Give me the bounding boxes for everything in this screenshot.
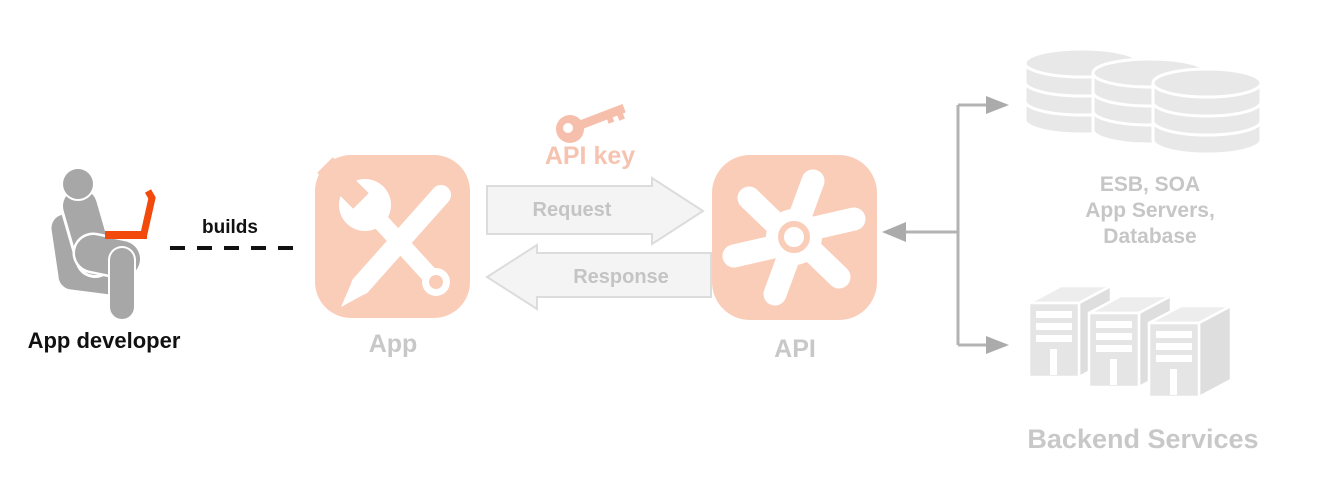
backend-connector-lines	[882, 96, 1009, 354]
request-arrow	[486, 176, 705, 246]
server-rack-icon	[1027, 283, 1233, 400]
backend-label: Backend Services	[1027, 424, 1259, 454]
middleware-line-3: Database	[1103, 225, 1197, 248]
builds-dashed-line	[170, 246, 303, 250]
api-label: API	[774, 335, 816, 363]
middleware-line-2: App Servers,	[1085, 199, 1215, 222]
middleware-label: ESB, SOA App Servers, Database	[1085, 172, 1215, 250]
api-key-label: API key	[544, 142, 636, 170]
response-arrow	[485, 243, 712, 311]
arrowhead-to-servers	[986, 336, 1009, 354]
arrowhead-to-database	[986, 96, 1009, 114]
response-label: Response	[573, 266, 669, 288]
database-stack-icon	[1023, 47, 1263, 156]
builds-label: builds	[202, 217, 258, 238]
app-label: App	[368, 330, 418, 358]
key-icon	[556, 104, 626, 143]
developer-label: App developer	[27, 328, 181, 353]
request-label: Request	[532, 199, 612, 221]
person-laptop-icon	[51, 167, 156, 321]
wrench-pencil-icon	[315, 155, 470, 318]
arrowhead-to-api	[882, 222, 906, 242]
pinwheel-gear-icon	[712, 155, 877, 320]
middleware-line-1: ESB, SOA	[1099, 173, 1201, 196]
